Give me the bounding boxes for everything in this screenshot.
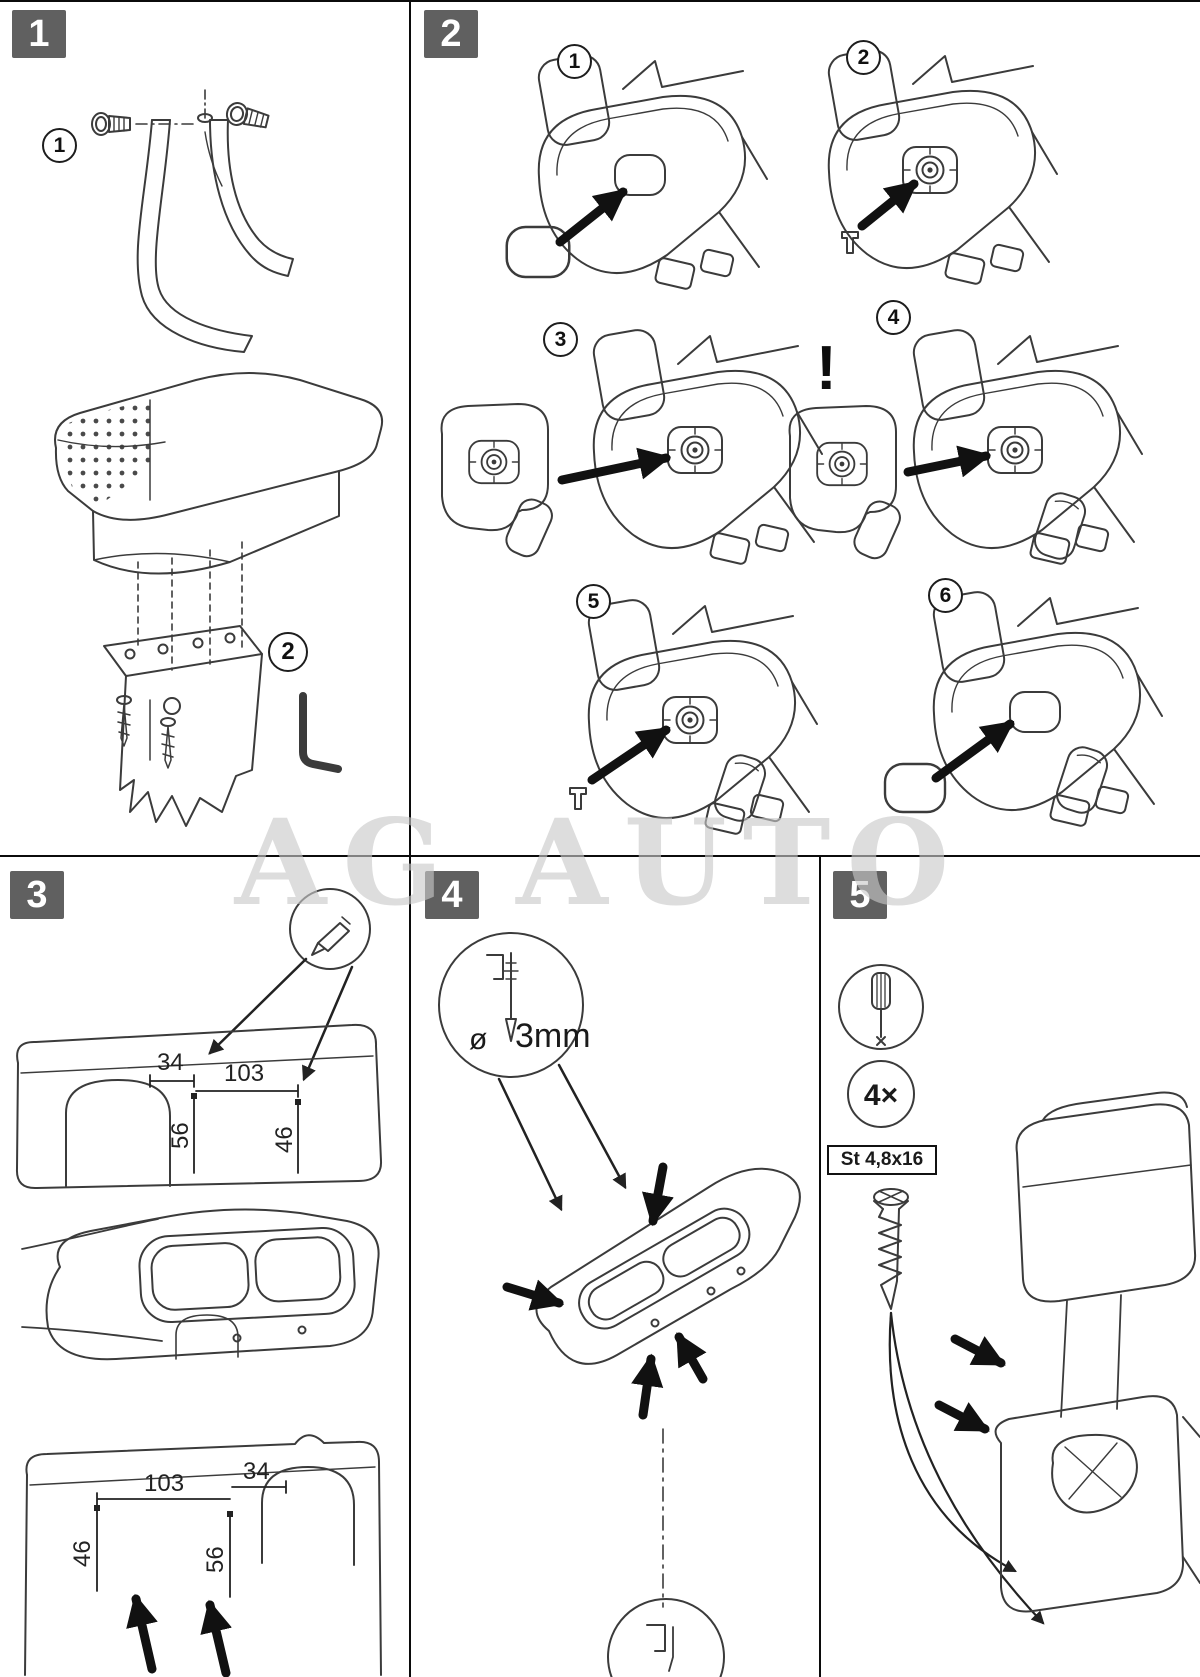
panel-4-number: 4 (425, 871, 479, 919)
dim-top-46: 46 (271, 1126, 298, 1153)
panel-2-step-1-marker: 1 (557, 44, 592, 79)
dim-bottom-56: 56 (202, 1546, 229, 1573)
step-2-drawing (825, 46, 1058, 286)
divider-panel4-panel5 (819, 855, 821, 1677)
panel-1-step-1-marker: 1 (42, 128, 77, 163)
bolt-right-drawing (225, 102, 270, 129)
dim-top-56: 56 (167, 1122, 194, 1149)
step-6-drawing (883, 588, 1163, 828)
console-top-view-drawing (21, 1208, 380, 1361)
panel-5-number: 5 (833, 871, 887, 919)
panel-2-number: 2 (424, 10, 478, 58)
dim-top-103: 103 (224, 1060, 264, 1087)
drill-size-label: 3mm (515, 1017, 591, 1055)
panel-2-step-2-marker: 2 (846, 40, 881, 75)
panel-2: 2 1 2 3 4 5 6 ! (410, 0, 1200, 855)
bolt-left-drawing (91, 112, 131, 136)
warning-exclamation: ! (816, 334, 837, 403)
panel-2-step-6-marker: 6 (928, 578, 963, 613)
panel-2-step-4-marker: 4 (876, 300, 911, 335)
bottom-view-drawing (24, 1434, 382, 1677)
allen-key-drawing (299, 692, 342, 773)
quantity-circle (847, 1060, 915, 1128)
dim-bottom-46: 46 (69, 1540, 96, 1567)
panel-1-step-2-marker: 2 (268, 632, 308, 672)
dim-top-34: 34 (157, 1049, 184, 1076)
panel-3-number: 3 (10, 871, 64, 919)
panel-2-step-3-marker: 3 (543, 322, 578, 357)
screw-drawing (873, 1188, 909, 1310)
divider-panel1-panel2 (409, 0, 411, 857)
mounting-plate-drawing (103, 625, 263, 827)
dim-bottom-34: 34 (243, 1458, 270, 1485)
marking-tool-icon (289, 888, 371, 970)
panel-4-illustration (438, 932, 801, 1677)
panel-1-illustration (54, 89, 383, 827)
screwdriver-icon (838, 964, 924, 1050)
panel-3-illustration: 34 103 56 46 103 34 46 56 (15, 888, 383, 1677)
armrest-drawing (54, 372, 383, 575)
console-drilling-drawing (535, 1167, 801, 1365)
bracket-drawing (136, 119, 294, 353)
step-4-drawing (790, 326, 1143, 566)
sheet-top-border (0, 0, 1200, 2)
quantity-label: 4× (863, 1079, 899, 1112)
step-1-drawing (505, 51, 768, 291)
screw-spec-label: St 4,8x16 (827, 1145, 937, 1175)
step-5-drawing (569, 596, 818, 836)
panel-4: 4 ø 3mm (411, 857, 819, 1677)
divider-top-bottom (0, 855, 1200, 857)
panel-5-illustration (838, 964, 1200, 1625)
panel-1: 1 1 2 (0, 0, 409, 855)
panel-1-number: 1 (12, 10, 66, 58)
screw-drawing-2 (160, 717, 176, 769)
step-3-drawing (442, 326, 823, 566)
mounting-hardware-drawing (116, 541, 243, 769)
armrest-installed-drawing (994, 1091, 1200, 1613)
panel-2-step-5-marker: 5 (576, 584, 611, 619)
drill-bit-icon (438, 932, 584, 1078)
divider-panel3-panel4 (409, 855, 411, 1677)
panel-5: 5 4× St 4,8x16 (821, 857, 1200, 1677)
dim-bottom-103: 103 (144, 1470, 184, 1497)
panel-2-illustration (410, 46, 1163, 836)
diameter-symbol: ø (469, 1023, 488, 1056)
panel-3: 3 (0, 857, 409, 1677)
detail-symbol-bottom (607, 1598, 725, 1677)
top-view-drawing (15, 1023, 383, 1190)
